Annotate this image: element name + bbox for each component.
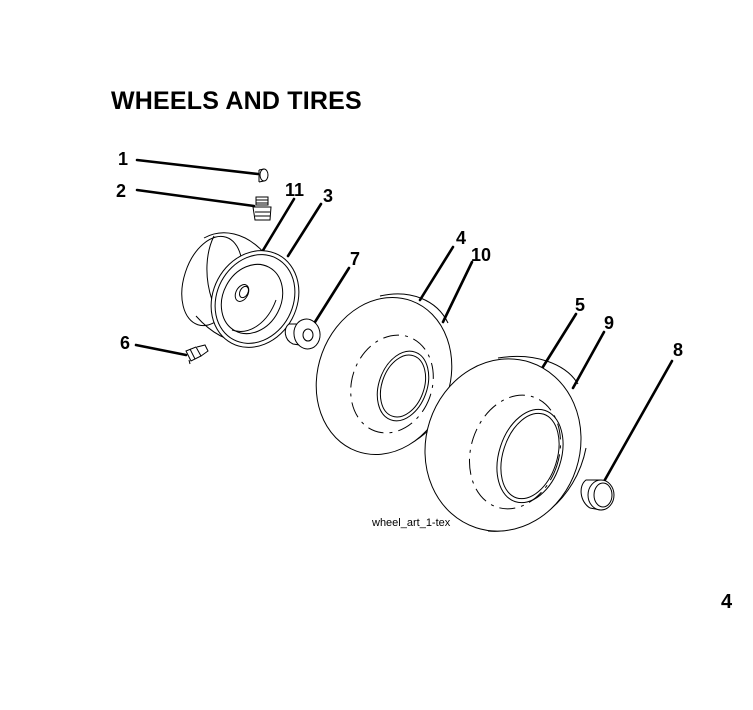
callout-6: 6 [120,333,130,353]
callout-11: 11 [285,180,304,200]
art-file-label: wheel_art_1-tex [371,517,451,529]
leader-line-6 [134,343,188,357]
leader-line-11 [260,197,296,254]
part-5-9-rear-tire [424,355,587,532]
leader-line-9 [571,330,606,390]
callout-7: 7 [350,249,360,269]
callout-1: 1 [118,149,128,169]
callout-numbers: 1 2 11 3 7 6 4 10 5 9 8 [116,149,683,360]
leader-line-2 [135,188,256,208]
part-2-valve-stem [252,196,272,221]
part-1-valve-cap [258,168,269,183]
leader-line-7 [313,266,351,324]
leader-line-4 [418,245,455,302]
leader-line-3 [286,202,323,258]
callout-5: 5 [575,295,585,315]
callout-10: 10 [471,245,491,265]
part-4-10-front-tire [315,293,457,455]
leader-line-8 [600,359,674,487]
leader-line-5 [539,312,578,372]
callout-2: 2 [116,181,126,201]
part-6-grease-fitting [185,344,209,365]
leader-line-1 [135,158,260,176]
part-11-3-wheel-rim [181,232,300,348]
callout-8: 8 [673,340,683,360]
leader-line-10 [441,260,474,324]
callout-4: 4 [456,228,466,248]
leader-lines [134,158,674,487]
callout-9: 9 [604,313,614,333]
part-7-bushing [284,318,321,350]
page-title: WHEELS AND TIRES [111,87,362,115]
page-number-fragment: 4 [721,591,733,613]
callout-3: 3 [323,186,333,206]
part-8-hub-cap [580,479,615,511]
